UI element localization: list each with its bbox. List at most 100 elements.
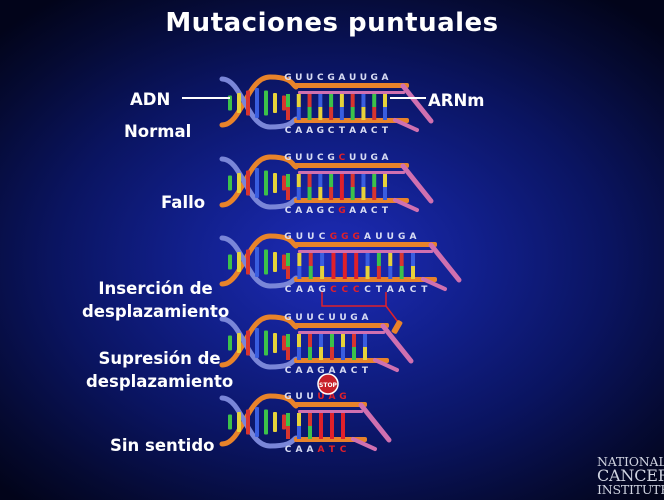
dna-helix-base-pair bbox=[282, 175, 286, 191]
dna-bottom-backbone bbox=[294, 277, 437, 282]
dna-helix-base-pair bbox=[237, 333, 241, 353]
dna-helix-base-pair bbox=[246, 249, 250, 275]
base-rung-bottom bbox=[376, 266, 381, 279]
dna-helix-base-pair bbox=[246, 170, 250, 196]
label-sin-sentido: Sin sentido bbox=[110, 436, 215, 455]
base-rung-bottom bbox=[341, 426, 345, 439]
mrna-base-letter: C bbox=[317, 153, 324, 163]
mrna-base-letter: U bbox=[306, 392, 313, 402]
mrna-base-letter: C bbox=[339, 153, 346, 163]
dna-helix-base-pair bbox=[282, 95, 286, 111]
mrna-base-letter: U bbox=[295, 392, 302, 402]
mrna-exit-ribbon bbox=[380, 323, 414, 364]
dna-base-letter: G bbox=[338, 206, 345, 216]
base-rung-bottom bbox=[296, 187, 301, 200]
dna-helix-strand-a bbox=[219, 154, 299, 208]
base-rung-top bbox=[319, 334, 323, 347]
base-rung-bottom bbox=[330, 347, 334, 360]
mrna-exit-ribbon bbox=[428, 242, 462, 283]
dna-base-letter: C bbox=[328, 126, 335, 136]
mrna-base-letter: A bbox=[382, 153, 389, 163]
mrna-base-letter: C bbox=[318, 313, 325, 323]
base-rung-top bbox=[297, 413, 301, 426]
dna-top-backbone bbox=[294, 402, 367, 407]
base-rung-top bbox=[354, 253, 359, 266]
base-rung-bottom bbox=[342, 266, 347, 279]
dna-base-letter: C bbox=[340, 445, 347, 455]
mrna-base-letter: U bbox=[295, 73, 302, 83]
base-rung-bottom bbox=[411, 266, 415, 279]
base-rung-top bbox=[286, 413, 290, 426]
page-title: Mutaciones puntuales bbox=[165, 8, 499, 38]
base-rung-top bbox=[372, 174, 377, 187]
dna-base-letter: A bbox=[360, 126, 367, 136]
base-rung-bottom bbox=[308, 426, 312, 439]
dna-base-letter: A bbox=[296, 445, 303, 455]
dna-helix-base-pair bbox=[228, 414, 232, 430]
label-supresion: Supresión de desplazamiento bbox=[86, 347, 233, 393]
base-rung-bottom bbox=[350, 187, 355, 200]
mrna-strand bbox=[298, 331, 385, 334]
mrna-base-letter: U bbox=[375, 232, 382, 242]
base-rung-top bbox=[320, 253, 325, 266]
base-rung-top bbox=[331, 253, 336, 266]
dna-helix-base-pair bbox=[282, 335, 286, 351]
base-rung-top bbox=[399, 253, 404, 266]
base-rung-top bbox=[388, 253, 393, 266]
dna-helix-base-pair bbox=[246, 409, 250, 435]
dna-base-letter: C bbox=[364, 285, 371, 295]
dna-base-letter: A bbox=[349, 126, 356, 136]
dna-base-letter: T bbox=[329, 445, 336, 455]
mrna-base-letter: U bbox=[360, 153, 367, 163]
dna-helix-base-pair bbox=[264, 249, 268, 275]
dna-base-letter: G bbox=[317, 366, 324, 376]
base-rung-bottom bbox=[341, 347, 345, 360]
base-rung-top bbox=[318, 94, 323, 107]
dna-helix-base-pair bbox=[228, 335, 232, 351]
base-rung-bottom bbox=[307, 187, 312, 200]
base-rung-top bbox=[308, 334, 312, 347]
mrna-base-letter: U bbox=[295, 313, 302, 323]
mrna-base-letter: U bbox=[360, 73, 367, 83]
dna-base-letter: A bbox=[295, 206, 302, 216]
dna-base-letter: A bbox=[307, 445, 314, 455]
base-rung-top bbox=[308, 253, 313, 266]
base-rung-top bbox=[342, 253, 347, 266]
dna-base-letter: C bbox=[285, 445, 292, 455]
dna-base-letter: A bbox=[306, 206, 313, 216]
dna-helix-base-pair bbox=[264, 409, 268, 435]
base-rung-top bbox=[361, 174, 366, 187]
dna-base-letter: A bbox=[398, 285, 405, 295]
mrna-strand bbox=[298, 171, 405, 174]
dna-base-letter: G bbox=[317, 206, 324, 216]
mrna-base-letter: U bbox=[307, 232, 314, 242]
base-rung-bottom bbox=[388, 266, 393, 279]
mrna-base-letter: U bbox=[306, 153, 313, 163]
dna-base-letter: A bbox=[306, 126, 313, 136]
mrna-base-letter: G bbox=[284, 73, 291, 83]
mrna-base-letter: U bbox=[339, 313, 346, 323]
dna-base-letter: C bbox=[371, 206, 378, 216]
base-rung-bottom bbox=[399, 266, 404, 279]
mrna-base-letter: G bbox=[371, 73, 378, 83]
dna-base-letter: A bbox=[349, 206, 356, 216]
base-rung-bottom bbox=[372, 107, 377, 120]
mrna-base-letter: G bbox=[284, 153, 291, 163]
dna-top-backbone bbox=[294, 163, 409, 168]
dna-helix-base-pair bbox=[273, 412, 277, 432]
base-rung-top bbox=[339, 174, 344, 187]
base-rung-bottom bbox=[319, 347, 323, 360]
base-rung-bottom bbox=[296, 107, 301, 120]
base-rung-bottom bbox=[297, 347, 301, 360]
dna-helix-base-pair bbox=[246, 90, 250, 116]
base-rung-top bbox=[286, 334, 290, 347]
dna-helix-strand-b bbox=[219, 235, 299, 289]
dna-base-letter: G bbox=[317, 126, 324, 136]
dna-base-letter: A bbox=[360, 206, 367, 216]
base-rung-top bbox=[329, 174, 334, 187]
dna-base-letter: G bbox=[318, 285, 325, 295]
base-rung-top bbox=[372, 94, 377, 107]
mrna-base-letter: G bbox=[339, 392, 346, 402]
dna-base-letter: C bbox=[371, 126, 378, 136]
